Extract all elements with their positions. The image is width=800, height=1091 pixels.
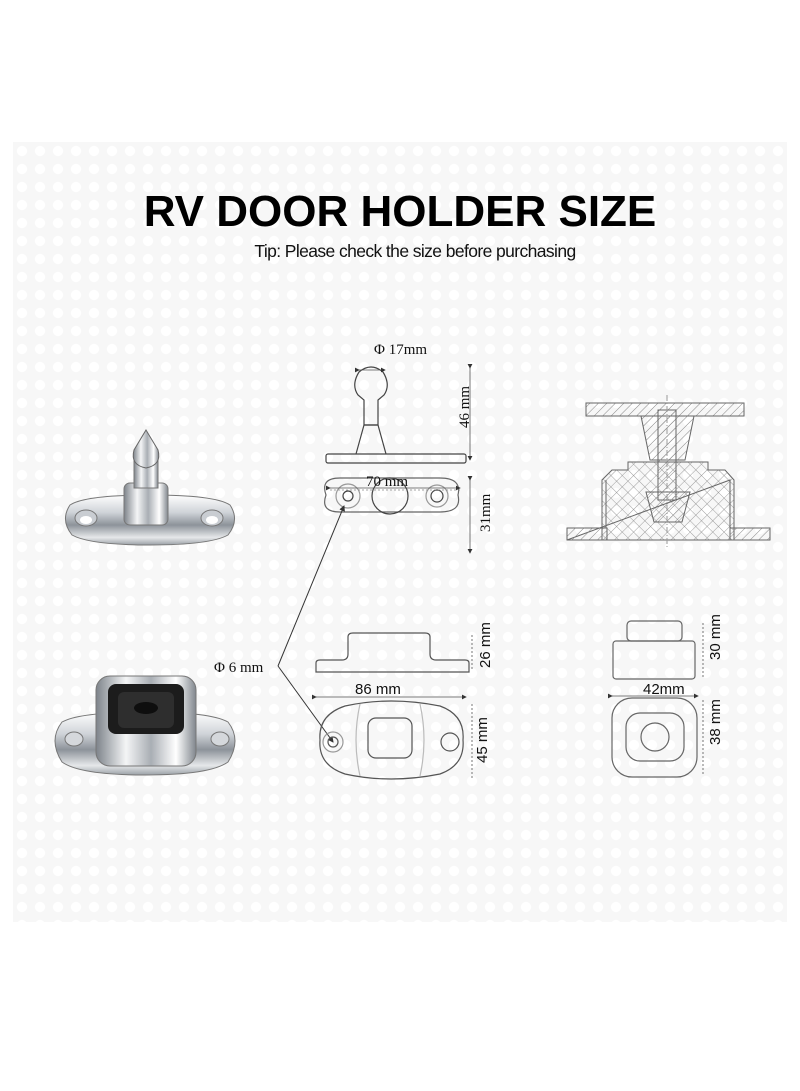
dim-socket-length: 86 mm <box>355 681 401 698</box>
dim-insert-length: 42mm <box>643 681 685 698</box>
page-subtitle: Tip: Please check the size before purcha… <box>254 241 576 261</box>
dim-insert-height: 30 mm <box>707 614 724 660</box>
dim-stud-length: 70 mm <box>366 474 408 490</box>
socket-dimensions <box>312 635 473 778</box>
rubber-insert-dimensions <box>608 623 704 775</box>
socket-drawing <box>315 632 470 780</box>
dim-screw-hole: Φ 6 mm <box>214 660 264 676</box>
dim-stud-width: 31mm <box>478 493 494 532</box>
dim-stud-height: 46 mm <box>457 386 473 428</box>
ball-stud-dimensions <box>326 364 473 554</box>
rubber-insert-drawing <box>611 620 698 778</box>
cross-section-drawing <box>566 395 771 548</box>
page-title: RV DOOR HOLDER SIZE <box>143 187 657 236</box>
dim-socket-height: 26 mm <box>477 622 494 668</box>
dim-socket-width: 45 mm <box>474 717 491 763</box>
ball-stud-drawing <box>324 366 467 515</box>
ball-stud-photo <box>65 429 235 546</box>
screw-hole-callout <box>277 505 345 743</box>
dim-head-diameter: Φ 17mm <box>374 342 427 358</box>
dim-insert-width: 38 mm <box>707 699 724 745</box>
socket-photo <box>54 675 236 776</box>
